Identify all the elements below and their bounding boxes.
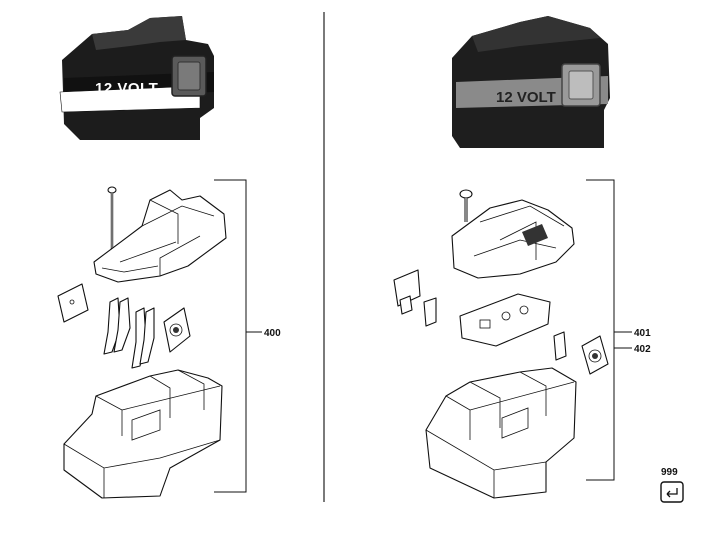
callout-400: 400 [264,328,281,339]
right-screw [459,189,473,222]
left-battery-photo: 12 VOLT [59,16,214,140]
right-bottom-housing [425,367,577,499]
left-battery-label: 12 VOLT [95,80,158,97]
manual-icon [660,481,684,503]
left-battery-stripe [59,85,201,113]
right-top-cover [451,199,575,279]
right-battery-label: 12 VOLT [496,89,556,106]
left-top-cover [93,189,227,283]
callout-401: 401 [634,328,651,339]
right-insulating-plate [459,293,551,347]
right-battery-photo: 12 VOLT [452,16,610,148]
left-bracket [214,179,247,493]
left-contact-strips [103,297,155,369]
right-small-contacts [553,331,609,375]
callout-402: 402 [634,344,651,355]
callout-999: 999 [661,467,678,478]
left-small-plate [57,283,89,323]
left-terminal-block [163,307,191,353]
left-exploded-assembly: 400 [57,179,281,499]
left-bottom-housing [63,369,223,499]
right-contact-pair [393,269,437,327]
right-exploded-assembly: 401 402 [393,179,651,499]
accessory-999: 999 [660,467,684,503]
right-bracket [586,179,615,481]
